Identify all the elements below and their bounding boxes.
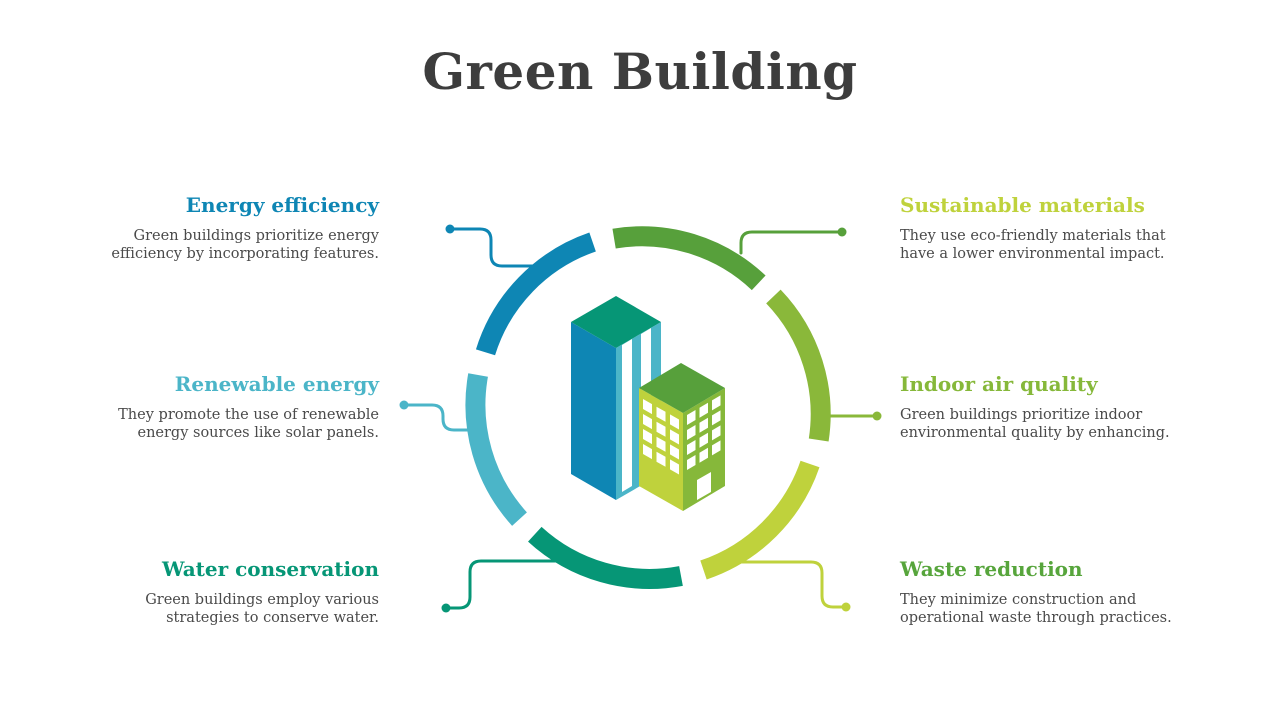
item-title: Renewable energy bbox=[174, 372, 379, 396]
connector-renewable-energy bbox=[402, 403, 470, 432]
window bbox=[712, 410, 721, 426]
connector-dot-energy-efficiency bbox=[445, 224, 455, 234]
window bbox=[712, 440, 721, 456]
window bbox=[656, 436, 666, 452]
window bbox=[670, 429, 679, 445]
item-waste-reduction: Waste reduction They minimize constructi… bbox=[900, 557, 1200, 627]
window bbox=[670, 444, 679, 460]
ring-segment-bottom-right bbox=[700, 460, 820, 580]
item-energy-efficiency: Energy efficiency Green buildings priori… bbox=[79, 193, 379, 263]
window bbox=[699, 447, 708, 463]
tall-building-front bbox=[571, 322, 616, 500]
connector-dot-sustainable-materials bbox=[837, 227, 847, 237]
ring-segment-top-right bbox=[612, 226, 766, 291]
window bbox=[670, 414, 679, 430]
connector-waste-reduction bbox=[738, 560, 848, 609]
window bbox=[712, 425, 721, 441]
ring-segment-bottom-left bbox=[528, 526, 683, 589]
item-water-conservation: Water conservation Green buildings emplo… bbox=[79, 557, 379, 627]
item-title: Sustainable materials bbox=[900, 193, 1145, 217]
window bbox=[687, 455, 696, 470]
item-title: Energy efficiency bbox=[185, 193, 379, 217]
connector-dot-waste-reduction bbox=[841, 602, 851, 612]
window bbox=[687, 440, 696, 455]
window bbox=[643, 444, 652, 460]
ring-segment-right bbox=[766, 289, 831, 442]
connector-dot-water-conservation bbox=[441, 603, 451, 613]
item-description: Green buildings prioritize energy effici… bbox=[111, 228, 379, 262]
page-title: Green Building bbox=[422, 42, 858, 101]
item-title: Indoor air quality bbox=[900, 372, 1098, 396]
ring-segment-left bbox=[465, 373, 528, 526]
connector-dot-indoor-air-quality bbox=[872, 411, 882, 421]
window bbox=[699, 432, 708, 448]
building-icon bbox=[571, 296, 725, 511]
ring-segment-top-left bbox=[475, 232, 596, 356]
window bbox=[643, 429, 652, 445]
window bbox=[687, 425, 696, 440]
item-sustainable-materials: Sustainable materials They use eco-frien… bbox=[900, 193, 1200, 263]
small-building-door bbox=[697, 472, 711, 500]
window bbox=[712, 395, 721, 411]
item-indoor-air-quality: Indoor air quality Green buildings prior… bbox=[900, 372, 1200, 442]
tall-building-window-strip bbox=[622, 339, 632, 492]
window bbox=[687, 410, 696, 425]
window bbox=[699, 402, 708, 418]
connector-sustainable-materials bbox=[739, 230, 844, 255]
item-title: Water conservation bbox=[161, 557, 379, 581]
item-description: Green buildings prioritize indoor enviro… bbox=[900, 407, 1170, 441]
small-building-top bbox=[639, 363, 725, 413]
window bbox=[656, 406, 666, 422]
item-description: Green buildings employ various strategie… bbox=[145, 592, 379, 626]
item-description: They use eco-friendly materials that hav… bbox=[900, 228, 1166, 262]
window bbox=[699, 417, 708, 433]
window bbox=[656, 421, 666, 437]
window bbox=[643, 414, 652, 430]
window bbox=[643, 399, 652, 415]
window bbox=[656, 451, 666, 467]
item-description: They minimize construction and operation… bbox=[900, 592, 1172, 626]
item-title: Waste reduction bbox=[900, 557, 1083, 581]
connector-water-conservation bbox=[444, 559, 557, 610]
window bbox=[670, 459, 679, 475]
connector-energy-efficiency bbox=[448, 227, 542, 268]
item-description: They promote the use of renewable energy… bbox=[118, 407, 379, 441]
item-renewable-energy: Renewable energy They promote the use of… bbox=[79, 372, 379, 442]
tall-building-top bbox=[571, 296, 661, 348]
connector-dot-renewable-energy bbox=[399, 400, 409, 410]
